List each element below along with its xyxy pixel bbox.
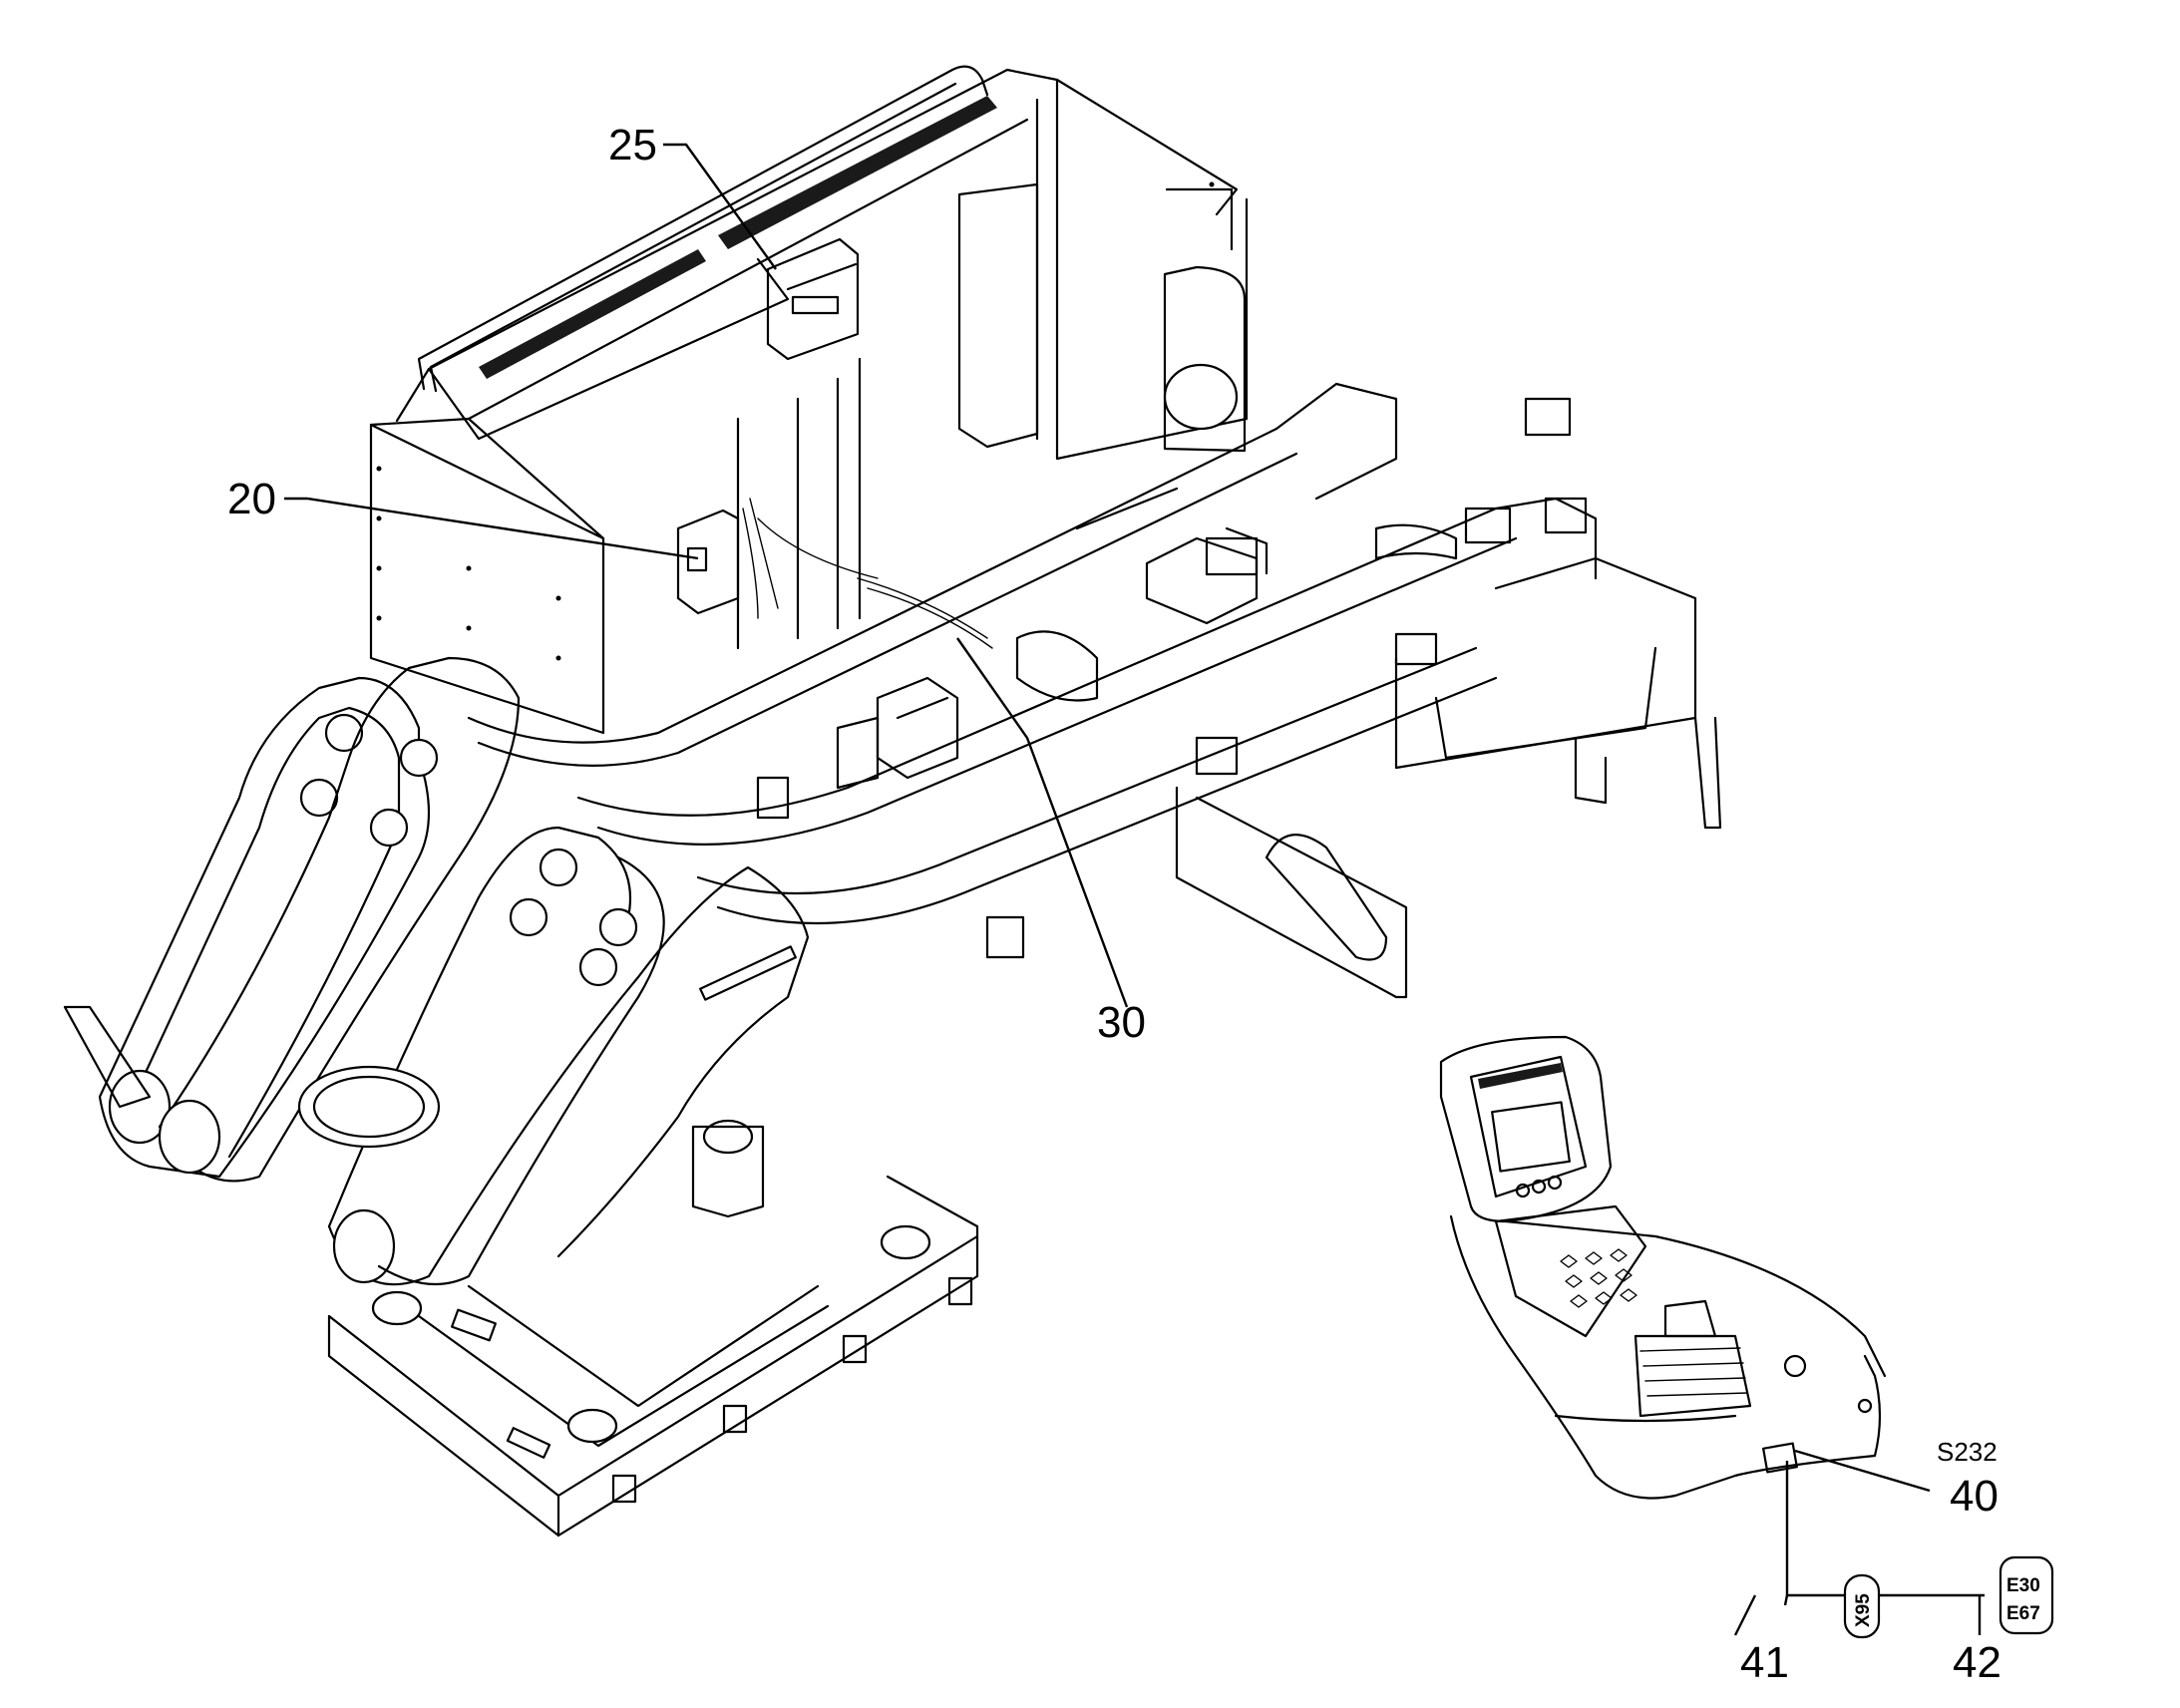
connector-label-x95: X95	[1853, 1593, 1874, 1627]
callout-25: 25	[608, 121, 657, 170]
main-frame	[467, 382, 1722, 999]
leader-lines	[284, 143, 1985, 1636]
callouts: 25 20 30 40 41 42 S232	[227, 121, 2001, 1687]
wire-tag-e30: E30	[2006, 1575, 2040, 1596]
callout-41: 41	[1740, 1638, 1789, 1687]
callout-42: 42	[1953, 1638, 2001, 1687]
component-label-s232: S232	[1937, 1437, 1998, 1467]
wire-tag: E30 E67	[1998, 1555, 2054, 1635]
control-console	[1439, 1035, 1887, 1500]
boom-arms	[63, 656, 810, 1286]
base-platform	[327, 1119, 979, 1537]
upper-housing	[369, 65, 1249, 735]
callout-40: 40	[1950, 1472, 1998, 1521]
connector-tag: X95	[1843, 1573, 1881, 1639]
callout-30: 30	[1097, 998, 1146, 1047]
wire-tag-e67: E67	[2006, 1603, 2040, 1624]
callout-20: 20	[227, 475, 276, 523]
